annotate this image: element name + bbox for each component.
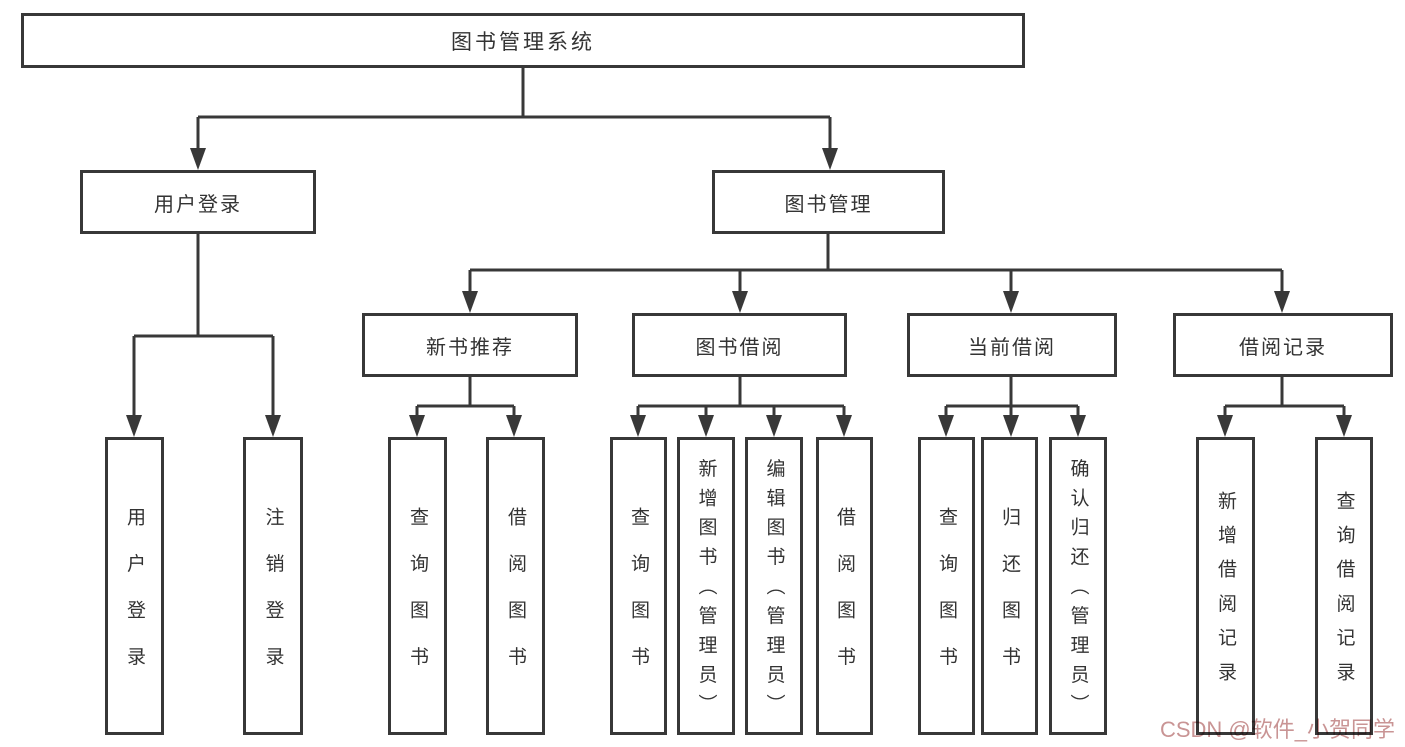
leaf-cb-confirm-return-admin-label: 确认归还（管理员）: [1067, 458, 1089, 724]
leaf-nbr-query-book-label: 查询图书: [407, 506, 428, 693]
leaf-cb-confirm-return-admin: 确认归还（管理员）: [1049, 437, 1107, 735]
node-root-label: 图书管理系统: [451, 30, 595, 54]
leaf-br-query-record: 查询借阅记录: [1315, 437, 1373, 735]
connector-book-borrow: [636, 377, 846, 421]
leaf-user-login: 用户登录: [105, 437, 164, 735]
leaf-cb-query-book: 查询图书: [918, 437, 975, 735]
node-borrow-records: 借阅记录: [1173, 313, 1393, 377]
node-book-management-label: 图书管理: [784, 193, 873, 216]
leaf-bb-add-book-admin: 新增图书（管理员）: [677, 437, 735, 735]
leaf-bb-query-book-label: 查询图书: [628, 506, 649, 693]
leaf-cb-return-book-label: 归还图书: [999, 506, 1020, 693]
node-book-borrow: 图书借阅: [632, 313, 847, 377]
connector-current-borrow: [944, 377, 1080, 421]
arrowhead-bb-borrow: [836, 415, 852, 437]
arrowhead-cb-query: [938, 415, 954, 437]
arrowhead-current-borrow: [1003, 291, 1019, 313]
connector-root: [196, 68, 832, 152]
leaf-user-login-label: 用户登录: [124, 506, 145, 693]
node-borrow-records-label: 借阅记录: [1239, 336, 1327, 359]
leaf-logout: 注销登录: [243, 437, 303, 735]
arrowhead-bb-edit: [766, 415, 782, 437]
node-user-login-label: 用户登录: [154, 193, 242, 216]
arrowhead-book-management: [822, 148, 838, 170]
arrowhead-bb-add: [698, 415, 714, 437]
node-book-management: 图书管理: [712, 170, 945, 234]
node-user-login: 用户登录: [80, 170, 316, 234]
leaf-br-add-record: 新增借阅记录: [1196, 437, 1255, 735]
leaf-bb-edit-book-admin-label: 编辑图书（管理员）: [763, 458, 785, 724]
leaf-br-query-record-label: 查询借阅记录: [1333, 490, 1355, 697]
arrowhead-cb-confirm: [1070, 415, 1086, 437]
leaf-nbr-borrow-book: 借阅图书: [486, 437, 545, 735]
leaf-cb-return-book: 归还图书: [981, 437, 1038, 735]
node-current-borrow: 当前借阅: [907, 313, 1117, 377]
arrowhead-borrow-records: [1274, 291, 1290, 313]
connector-new-book-recommend: [415, 377, 516, 421]
leaf-bb-borrow-book-label: 借阅图书: [834, 506, 855, 693]
node-current-borrow-label: 当前借阅: [968, 336, 1056, 359]
leaf-br-add-record-label: 新增借阅记录: [1215, 490, 1236, 697]
arrowhead-br-query: [1336, 415, 1352, 437]
arrowhead-br-add: [1217, 415, 1233, 437]
leaf-nbr-query-book: 查询图书: [388, 437, 447, 735]
arrowhead-bb-query: [630, 415, 646, 437]
leaf-bb-edit-book-admin: 编辑图书（管理员）: [745, 437, 803, 735]
leaf-nbr-borrow-book-label: 借阅图书: [505, 506, 526, 693]
arrowhead-leaf-user-login: [126, 415, 142, 437]
arrowhead-user-login: [190, 148, 206, 170]
node-book-borrow-label: 图书借阅: [695, 336, 784, 359]
leaf-bb-add-book-admin-label: 新增图书（管理员）: [695, 458, 717, 724]
arrowhead-nbr-borrow: [506, 415, 522, 437]
csdn-watermark: CSDN @软件_小贺同学: [1159, 717, 1395, 742]
leaf-logout-label: 注销登录: [262, 506, 284, 693]
leaf-bb-borrow-book: 借阅图书: [816, 437, 873, 735]
node-new-book-recommend: 新书推荐: [362, 313, 578, 377]
arrowhead-book-borrow: [732, 291, 748, 313]
connector-book-management-branch: [468, 234, 1284, 297]
connector-borrow-records: [1223, 377, 1346, 421]
arrowhead-nbr-query: [409, 415, 425, 437]
leaf-cb-query-book-label: 查询图书: [936, 506, 957, 693]
node-new-book-recommend-label: 新书推荐: [426, 336, 514, 359]
leaf-bb-query-book: 查询图书: [610, 437, 667, 735]
node-root: 图书管理系统: [21, 13, 1025, 68]
connector-user-login-branch: [132, 232, 275, 421]
arrowhead-leaf-logout: [265, 415, 281, 437]
arrowhead-cb-return: [1003, 415, 1019, 437]
arrowhead-new-book-recommend: [462, 291, 478, 313]
